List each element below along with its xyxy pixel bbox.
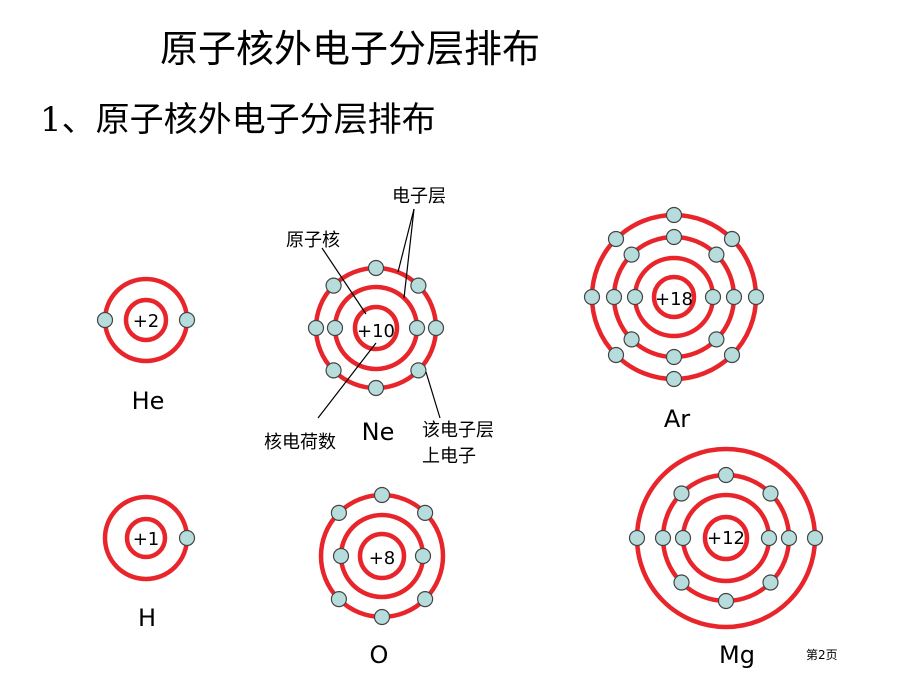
electron-ar-shell2-5	[623, 246, 640, 263]
symbol-ar: Ar	[664, 405, 690, 433]
atom-ar	[583, 206, 765, 388]
electron-he-shell1-1	[96, 311, 114, 329]
electron-ar-shell2-8	[708, 331, 725, 348]
nucleus-ar	[651, 274, 697, 320]
electron-annotation-line2: 上电子	[422, 446, 476, 467]
shell-annotation: 电子层	[392, 186, 446, 207]
symbol-he: He	[132, 387, 165, 415]
electron-ne-shell2-7	[325, 362, 342, 379]
shell-pointer-line-outer	[397, 208, 415, 273]
nucleus-h	[124, 516, 168, 560]
electron-pointer-line	[425, 371, 441, 419]
nucleus-o	[357, 531, 407, 581]
electron-ar-shell3-5	[607, 230, 625, 248]
electron-h-shell1-1	[178, 529, 196, 547]
electron-mg-shell2-7	[673, 574, 690, 591]
electron-ar-shell3-2	[665, 370, 683, 388]
symbol-h: H	[138, 604, 156, 632]
electron-ar-shell3-6	[723, 230, 741, 248]
electron-o-shell2-5	[330, 590, 347, 608]
electron-he-shell1-2	[178, 311, 196, 329]
electron-ar-shell3-3	[583, 288, 601, 306]
electron-mg-shell3-2	[806, 529, 824, 547]
atom-he	[96, 276, 196, 364]
annotation-lines	[317, 208, 441, 419]
electron-o-shell2-4	[417, 504, 434, 522]
atom-mg	[628, 446, 824, 630]
atom-o	[318, 486, 446, 626]
symbol-o: O	[370, 641, 389, 669]
page-number: 第2页	[806, 648, 838, 662]
electron-mg-shell2-2	[717, 592, 735, 610]
electron-mg-shell2-6	[762, 485, 779, 502]
electron-ne-shell2-3	[307, 319, 325, 337]
electron-o-shell2-3	[330, 504, 347, 522]
nucleus-label-ar: +18	[655, 289, 693, 310]
electron-ne-shell1-1	[326, 319, 344, 337]
electron-ne-shell2-5	[325, 277, 342, 294]
electron-ar-shell2-2	[665, 348, 683, 366]
symbol-ne: Ne	[362, 418, 395, 446]
nucleus-label-h: +1	[133, 529, 160, 550]
electron-ar-shell2-7	[623, 331, 640, 348]
electron-ar-shell3-1	[665, 206, 683, 224]
electron-o-shell2-6	[417, 590, 434, 608]
nucleus-label-mg: +12	[707, 528, 745, 549]
shell-pointer-line-inner	[403, 208, 415, 299]
electron-ne-shell2-4	[427, 319, 445, 337]
electron-mg-shell1-1	[674, 529, 692, 547]
electron-mg-shell3-1	[628, 529, 646, 547]
nucleus-mg	[702, 514, 750, 562]
nucleus-label-ne: +10	[357, 321, 395, 342]
electron-annotation-line1: 该电子层	[422, 420, 494, 441]
electron-ar-shell1-2	[704, 288, 722, 306]
symbol-mg: Mg	[719, 641, 755, 669]
electron-mg-shell2-8	[762, 574, 779, 591]
electron-ne-shell2-8	[410, 362, 427, 379]
electron-ar-shell3-4	[747, 288, 765, 306]
electron-o-shell1-1	[332, 547, 350, 565]
atom-h	[102, 494, 196, 582]
nucleus-label-o: +8	[369, 548, 396, 569]
nucleus-ne	[352, 304, 400, 352]
electron-ne-shell2-6	[410, 277, 427, 294]
electron-ar-shell3-8	[723, 346, 741, 364]
nucleus-pointer-line	[321, 247, 367, 315]
nucleus-he	[123, 297, 169, 343]
charge-pointer-line	[317, 342, 377, 419]
electron-ar-shell3-7	[607, 346, 625, 364]
electron-mg-shell1-2	[760, 529, 778, 547]
electron-mg-shell2-5	[673, 485, 690, 502]
electron-ar-shell1-1	[626, 288, 644, 306]
slide-subtitle: 1、原子核外电子分层排布	[40, 100, 436, 140]
slide-title: 原子核外电子分层排布	[160, 27, 541, 71]
electron-ne-shell2-2	[367, 379, 385, 397]
electron-mg-shell2-4	[780, 529, 798, 547]
nucleus-annotation: 原子核	[286, 230, 340, 251]
electron-o-shell2-2	[373, 608, 391, 626]
electron-ne-shell1-2	[408, 319, 426, 337]
nucleus-label-he: +2	[133, 311, 160, 332]
electron-ar-shell2-3	[605, 288, 623, 306]
electron-ne-shell2-1	[367, 259, 385, 277]
electron-o-shell2-1	[373, 486, 391, 504]
electron-ar-shell2-6	[708, 246, 725, 263]
electron-ar-shell2-1	[665, 228, 683, 246]
electron-ar-shell2-4	[725, 288, 743, 306]
atom-ne	[307, 259, 445, 397]
electron-mg-shell2-3	[654, 529, 672, 547]
electron-mg-shell2-1	[717, 466, 735, 484]
charge-annotation: 核电荷数	[264, 432, 336, 453]
electron-o-shell1-2	[414, 547, 432, 565]
